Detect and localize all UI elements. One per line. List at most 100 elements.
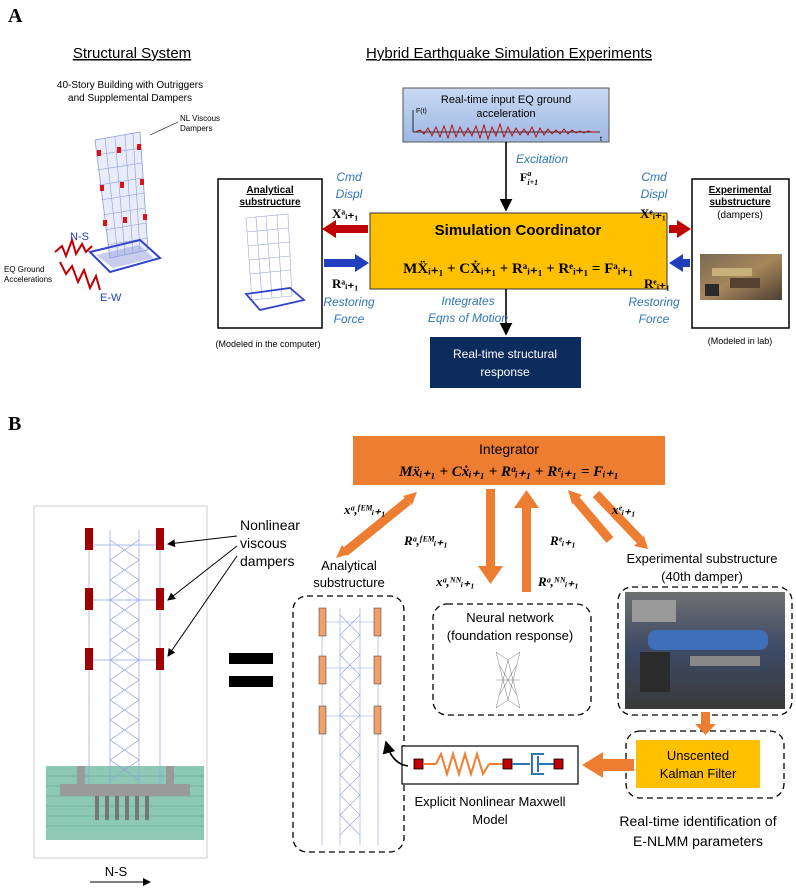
dampers-label-line3: dampers <box>240 553 294 569</box>
nn-line1: Neural network <box>466 610 554 625</box>
nl-dampers-label-line1: NL Viscous <box>180 114 220 123</box>
r-e-symbol: Rᵉᵢ₊₁ <box>644 276 670 291</box>
maxwell-spring-dashpot <box>413 750 564 778</box>
restoring-left-line1: Restoring <box>323 295 375 309</box>
analytical-b-model <box>318 607 382 845</box>
exp-b-line1: Experimental substructure <box>626 551 777 566</box>
realtime-id-line2: E-NLMM parameters <box>633 833 763 849</box>
realtime-id-line1: Real-time identification of <box>619 813 776 829</box>
r-nn-symbol: Rᵃ,ᴺᴺᵢ₊₁ <box>537 574 579 589</box>
panel-a-letter: A <box>8 5 23 27</box>
equals-sign-bottom <box>229 676 273 687</box>
input-eq-line1: Real-time input EQ ground <box>441 94 571 106</box>
ukf-to-maxwell-shaft <box>600 759 634 771</box>
cmd-arrow-left-head <box>322 220 336 238</box>
response-line1: Real-time structural <box>453 347 557 361</box>
restoring-right-line1: Restoring <box>628 295 680 309</box>
damper-pointer-3 <box>167 555 238 657</box>
response-line2: response <box>480 365 530 379</box>
cmd-left-line1: Cmd <box>336 170 362 184</box>
integrates-line2: Eqns of Motion <box>428 311 508 325</box>
photo-to-ukf-arrow-shaft <box>701 712 710 726</box>
ew-direction-label: E-W <box>100 292 122 304</box>
lab-photo-detail <box>705 268 760 296</box>
response-box <box>430 337 581 388</box>
ukf-line1: Unscented <box>667 748 729 763</box>
t-label: t <box>600 136 602 143</box>
hybrid-title: Hybrid Earthquake Simulation Experiments <box>366 45 652 62</box>
modeled-computer-caption: (Modeled in the computer) <box>215 339 320 349</box>
exp-b-line2: (40th damper) <box>661 569 743 584</box>
ukf-line2: Kalman Filter <box>660 766 737 781</box>
ukf-to-maxwell-head <box>582 752 603 778</box>
building-plot-drawing <box>46 528 204 840</box>
eq-ground-label-line1: EQ Ground <box>4 265 44 274</box>
coordinator-equation: MẌᵢ₊₁ + CẊᵢ₊₁ + Rᵃᵢ₊₁ + Rᵉᵢ₊₁ = Fᵃᵢ₊₁ <box>403 260 633 277</box>
analytical-title-line1: Analytical <box>246 185 293 196</box>
ns-direction-label: N-S <box>70 231 89 243</box>
x-e-symbol: Xᵉᵢ₊₁ <box>640 206 666 221</box>
building-3d-sketch <box>54 131 163 291</box>
restoring-arrow-left-head <box>355 254 369 272</box>
equals-sign-top <box>229 653 273 664</box>
cmd-arrow-right-head <box>677 220 691 238</box>
structural-system-title: Structural System <box>73 45 191 62</box>
cmd-left-line2: Displ <box>336 187 363 201</box>
nn-box <box>432 603 592 716</box>
analytical-substructure-box <box>217 178 323 329</box>
restoring-arrow-right-head <box>669 254 683 272</box>
ukf-box <box>636 740 760 788</box>
nn-diagram <box>495 651 521 709</box>
maxwell-to-analytical-arrow <box>382 740 409 767</box>
orange-arrows <box>336 489 648 592</box>
x-nn-symbol: xᵃ,ᴺᴺᵢ₊₁ <box>435 574 475 589</box>
analytical-title-line2: substructure <box>239 197 301 208</box>
r-fem-symbol: Rᵃ,ᶠᴱᴹᵢ₊₁ <box>403 533 448 548</box>
nl-damper-pointer <box>149 121 179 136</box>
experimental-title-line2: substructure <box>709 197 771 208</box>
modeled-lab-caption: (Modeled in lab) <box>708 336 773 346</box>
x-e-b-symbol: xᵉᵢ₊₁ <box>611 502 636 517</box>
x-fem-symbol: xᵃ,ᶠᴱᴹᵢ₊₁ <box>343 502 386 517</box>
panel-b-letter: B <box>8 413 21 435</box>
dampers-label-line2: viscous <box>240 535 287 551</box>
building-caption-line2: and Supplemental Dampers <box>68 93 192 104</box>
dampers-label-line1: Nonlinear <box>240 517 300 533</box>
photo-to-ukf-arrow-head <box>695 724 716 735</box>
experimental-title-line1: Experimental <box>709 185 772 196</box>
analytical-b-box <box>292 595 405 853</box>
integrator-equation: Mẍᵢ₊₁ + Cẋᵢ₊₁ + Rᵃᵢ₊₁ + Rᵉᵢ₊₁ = Fᵢ₊₁ <box>398 464 619 480</box>
ns-label-b: N-S <box>105 864 128 879</box>
analytical-b-line1: Analytical <box>321 558 377 573</box>
restoring-right-line2: Force <box>639 312 670 326</box>
cmd-right-line1: Cmd <box>641 170 667 184</box>
excitation-label: Excitation <box>516 152 568 166</box>
cmd-right-line2: Displ <box>641 187 668 201</box>
simulation-coordinator-box <box>369 212 668 290</box>
maxwell-line2: Model <box>472 812 508 827</box>
nn-line2: (foundation response) <box>447 628 573 643</box>
x-a-symbol: Xᵃᵢ₊₁ <box>332 206 358 221</box>
damper-pointer-1 <box>167 535 238 548</box>
r-e-b-symbol: Rᵉᵢ₊₁ <box>549 533 576 548</box>
analytical-building-model <box>244 213 306 311</box>
integrator-box <box>353 436 665 485</box>
eq-ground-label-line2: Accelerations <box>4 275 52 284</box>
restoring-left-line2: Force <box>334 312 365 326</box>
experimental-substructure-box <box>691 178 790 329</box>
integrates-line1: Integrates <box>441 294 494 308</box>
analytical-b-line2: substructure <box>313 575 385 590</box>
exp-b-photo-detail <box>632 600 768 692</box>
coordinator-title: Simulation Coordinator <box>435 222 602 239</box>
r-a-symbol: Rᵃᵢ₊₁ <box>332 276 358 291</box>
eq-signal-trace <box>414 122 598 141</box>
experimental-title-line3: (dampers) <box>717 210 763 221</box>
integrator-title: Integrator <box>479 441 539 457</box>
ft-label: F(t) <box>416 108 427 115</box>
building-caption-line1: 40-Story Building with Outriggers <box>57 80 203 91</box>
input-eq-line2: acceleration <box>476 108 535 120</box>
nl-dampers-label-line2: Dampers <box>180 124 212 133</box>
damper-pointer-2 <box>167 545 238 601</box>
